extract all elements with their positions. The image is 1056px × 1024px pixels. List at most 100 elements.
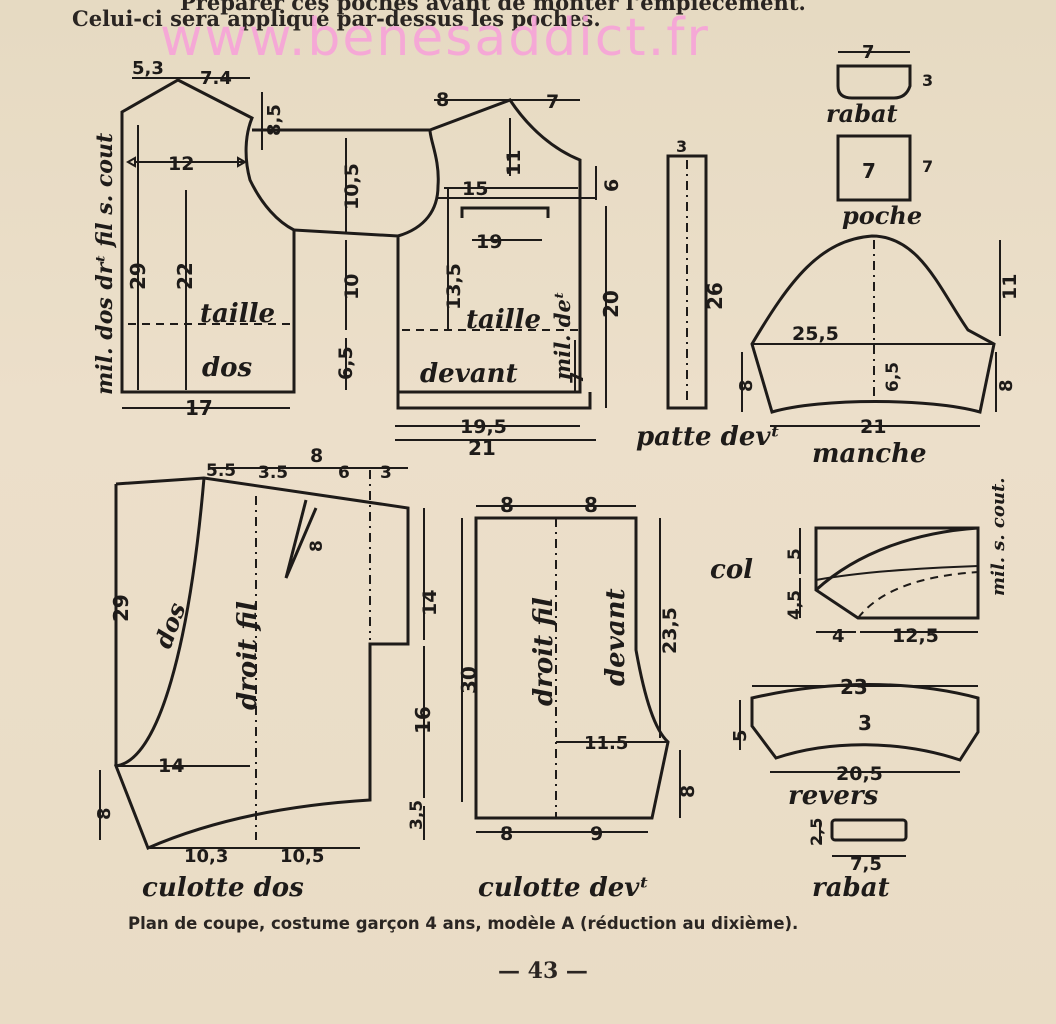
dim-poche-height: 7 xyxy=(922,157,933,176)
dim-col-w-b: 12,5 xyxy=(892,625,939,647)
dim-cdv-crotch: 11.5 xyxy=(584,733,628,754)
patte-piece: 3 26 patte devᵗ xyxy=(636,137,780,452)
dim-col-w-a: 4 xyxy=(832,626,845,647)
dim-revers-top: 23 xyxy=(840,675,868,699)
col-outline xyxy=(814,526,980,620)
dim-depth-c: 6,5 xyxy=(335,346,357,380)
dim-rabat-top-height: 3 xyxy=(922,71,933,90)
dim-devant-pocket: 19 xyxy=(476,231,502,253)
dim-devant-bottom-a: 19,5 xyxy=(460,416,507,438)
dim-devant-shoulder-a: 8 xyxy=(436,89,449,111)
dim-cd-leg: 8 xyxy=(94,807,115,820)
dim-cd-top-a: 5.5 xyxy=(206,461,236,481)
dim-manche-side-l: 8 xyxy=(736,379,757,392)
dim-cd-height: 29 xyxy=(109,594,133,622)
dim-depth-b: 10 xyxy=(341,274,363,300)
dim-devant-width: 15 xyxy=(462,178,488,200)
culotte-dos-grain-label: droit fil xyxy=(233,601,263,710)
culotte-dos-label: culotte dos xyxy=(142,873,304,903)
pocket-marker xyxy=(460,206,550,218)
dim-dos-height: 29 xyxy=(126,262,150,290)
dim-rabat-top-width: 7 xyxy=(862,42,875,63)
dim-cdv-bottom-b: 9 xyxy=(590,823,603,845)
bodice-piece: 12 5,3 7.4 8,5 29 22 17 10,5 10 6,5 8 7 … xyxy=(92,58,623,460)
dim-cdv-height: 30 xyxy=(457,666,481,694)
culotte-dos-piece: 5.5 3.5 8 6 3 8 29 14 16 3,5 14 8 10,3 1… xyxy=(94,445,441,903)
dim-col-h-a: 5 xyxy=(785,548,805,560)
dos-taille-label: taille xyxy=(200,299,275,329)
dim-cd-right-a: 14 xyxy=(419,590,441,616)
dos-outline xyxy=(120,78,296,394)
dim-devant-lower: 7 xyxy=(567,371,588,384)
devant-outline xyxy=(293,98,582,394)
col-side-label: mil. s. cout. xyxy=(988,477,1009,596)
dim-cdv-leg: 8 xyxy=(677,785,699,798)
dim-devant-neck: 11 xyxy=(503,150,525,176)
dim-patte-height: 26 xyxy=(703,282,727,310)
dim-cdv-top-a: 8 xyxy=(500,493,514,517)
manche-label: manche xyxy=(812,439,927,469)
revers-label: revers xyxy=(788,781,879,811)
culotte-devant-label: culotte devᵗ xyxy=(478,873,649,903)
page-number: — 43 — xyxy=(498,958,588,984)
manche-outline xyxy=(750,234,996,414)
header-line-1: Préparer ces poches avant de monter l'em… xyxy=(180,0,806,15)
header-line-2: Celui-ci sera appliqué par-dessus les po… xyxy=(72,6,601,31)
culotte-devant-piece-label: devant xyxy=(601,588,631,686)
dim-cdv-right: 23,5 xyxy=(659,607,681,654)
dim-dos-width: 12 xyxy=(168,153,194,175)
revers-piece: 23 3 5 20,5 revers xyxy=(730,675,980,811)
dim-dos-shoulder-a: 5,3 xyxy=(132,58,164,79)
dim-cd-top-d: 6 xyxy=(338,463,350,483)
rabat-bottom-piece: 2,5 7,5 rabat xyxy=(807,818,908,903)
poche-label: poche xyxy=(842,201,922,230)
patte-label: patte devᵗ xyxy=(636,422,780,452)
dim-poche-width: 7 xyxy=(862,159,876,183)
dim-manche-height: 11 xyxy=(999,274,1021,300)
dim-cd-right-b: 16 xyxy=(411,706,435,734)
dim-dos-shoulder-b: 7.4 xyxy=(200,68,232,89)
dim-cd-bottom-a: 10,3 xyxy=(184,846,228,867)
culotte-devant-outline xyxy=(474,516,670,820)
rabat-top-outline xyxy=(836,64,912,100)
dim-devant-bottom-b: 21 xyxy=(468,436,496,460)
dim-rabat-bottom-height: 2,5 xyxy=(807,818,826,846)
rabat-bottom-label: rabat xyxy=(812,873,890,903)
rabat-bottom-outline xyxy=(830,818,908,842)
patte-outline xyxy=(666,154,708,410)
dim-cd-top-e: 3 xyxy=(380,463,392,483)
dim-dos-armhole: 8,5 xyxy=(264,104,285,136)
dim-devant-mid: 13,5 xyxy=(443,263,465,310)
col-label: col xyxy=(710,555,753,585)
dim-cd-top-c: 8 xyxy=(310,445,323,467)
dim-devant-height: 20 xyxy=(599,290,623,318)
culotte-devant-piece: 8 8 30 23,5 11.5 8 8 9 droit fil devant … xyxy=(457,493,699,903)
dim-revers-side: 5 xyxy=(730,729,751,742)
dos-label: dos xyxy=(202,353,253,383)
dim-dos-lower: 22 xyxy=(173,262,197,290)
dim-manche-bottom: 21 xyxy=(860,416,886,438)
dim-cd-crotch: 14 xyxy=(158,755,184,777)
dim-col-h-b: 4,5 xyxy=(785,590,805,620)
dim-depth-a: 10,5 xyxy=(341,163,363,210)
manche-piece: 25,5 11 6,5 8 8 21 manche xyxy=(736,234,1021,469)
culotte-dos-piece-label: dos xyxy=(148,598,191,652)
dim-devant-side: 6 xyxy=(601,179,623,192)
poche-piece: 7 7 poche xyxy=(836,134,933,230)
culotte-devant-grain-label: droit fil xyxy=(529,597,559,706)
col-piece: 5 4,5 4 12,5 col mil. s. cout. xyxy=(710,477,1009,647)
dim-cd-bottom-b: 10,5 xyxy=(280,846,324,867)
dim-revers-bottom: 20,5 xyxy=(836,763,883,785)
dos-side-label: mil. dos drᵗ fil s. cout xyxy=(92,133,118,395)
devant-label: devant xyxy=(420,359,518,389)
dim-devant-shoulder-b: 7 xyxy=(546,91,559,113)
watermark-url: www.benesaddict.fr xyxy=(160,8,710,68)
dim-cd-top-b: 3.5 xyxy=(258,463,288,483)
dim-manche-side-r: 8 xyxy=(996,379,1017,392)
figure-caption: Plan de coupe, costume garçon 4 ans, mod… xyxy=(128,914,799,933)
culotte-dos-outline xyxy=(113,476,410,850)
dim-dos-bottom: 17 xyxy=(185,396,213,420)
dim-cdv-top-b: 8 xyxy=(584,493,598,517)
